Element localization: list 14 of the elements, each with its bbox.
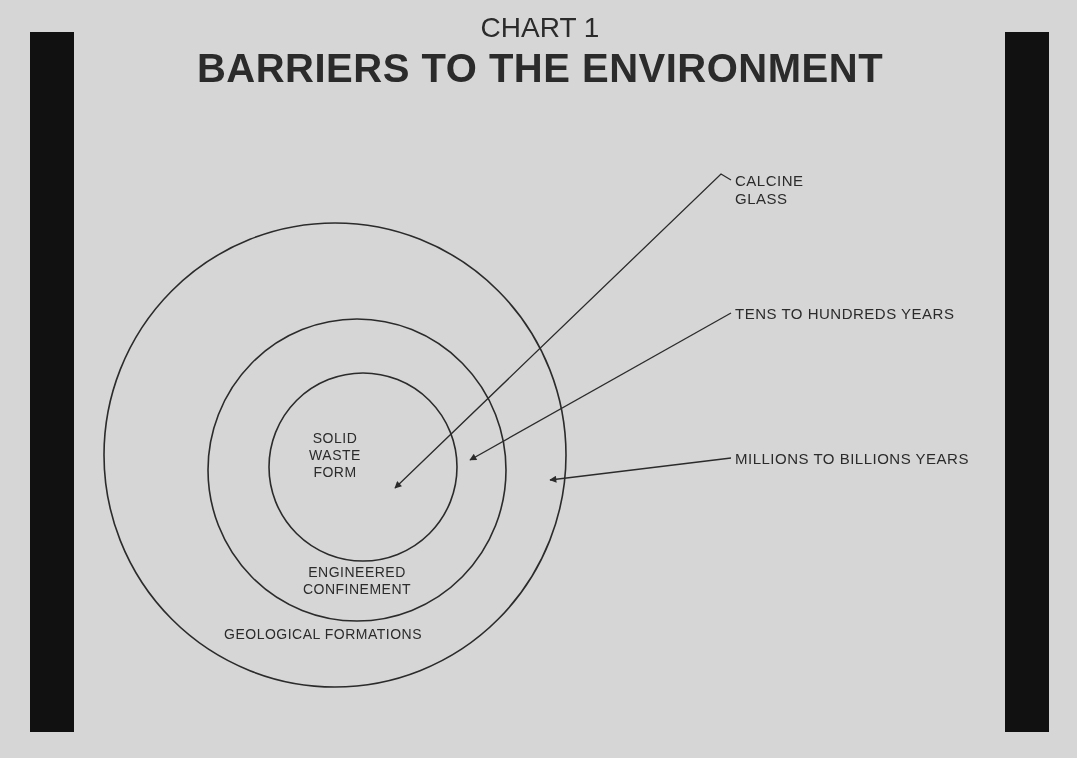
barrier-circle [268, 372, 458, 562]
callout-text: CALCINE GLASS [735, 172, 845, 208]
region-label: GEOLOGICAL FORMATIONS [223, 626, 423, 643]
leader-arrow [469, 312, 732, 461]
callout-text: MILLIONS TO BILLIONS YEARS [735, 450, 995, 468]
region-label: SOLID WASTE FORM [308, 430, 362, 481]
leader-arrow [549, 457, 732, 483]
callout-text: TENS TO HUNDREDS YEARS [735, 305, 965, 323]
chart-title: BARRIERS TO THE ENVIRONMENT [195, 46, 885, 91]
barrier-circle [103, 222, 567, 688]
barrier-circle [207, 318, 507, 622]
region-label: ENGINEERED CONFINEMENT [301, 564, 413, 598]
leader-arrow [394, 173, 732, 489]
chart-number: CHART 1 [479, 12, 601, 44]
